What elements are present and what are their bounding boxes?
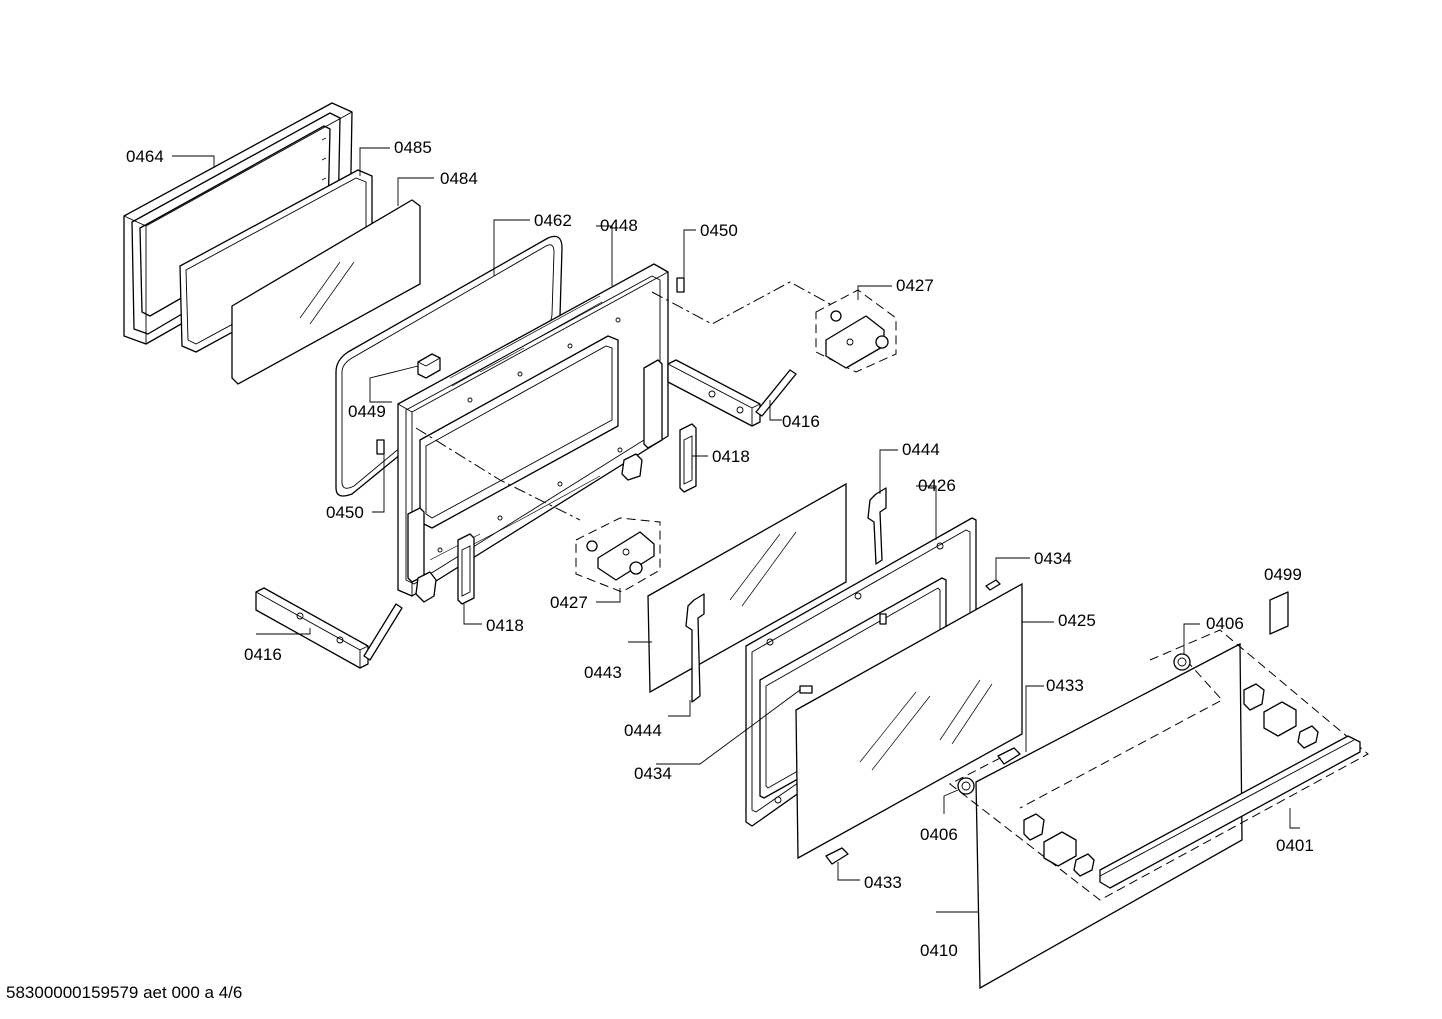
callout-0434-lower: 0434: [634, 764, 672, 783]
callout-0484: 0484: [440, 169, 478, 188]
callout-0406-lower: 0406: [920, 825, 958, 844]
part-0444-clip-upper: [867, 487, 887, 565]
callout-0485: 0485: [394, 138, 432, 157]
part-0427-hinge-receptacle-bottom: [575, 517, 661, 593]
callout-0450: 0450: [700, 221, 738, 240]
callout-0443: 0443: [584, 663, 622, 682]
part-0449-clip: [417, 353, 441, 379]
callout-0425: 0425: [1058, 611, 1096, 630]
part-0499-label: [1269, 591, 1289, 635]
part-0448-inner-frame: [397, 263, 669, 603]
callout-0464: 0464: [126, 147, 164, 166]
callout-0401: 0401: [1276, 836, 1314, 855]
leader-lines: [172, 147, 1300, 913]
handle-dashed-inner: [1019, 659, 1223, 809]
document-id: 58300000159579 aet 000 a 4/6: [6, 983, 242, 1002]
callout-0410: 0410: [920, 941, 958, 960]
part-0418-bracket-right: [679, 423, 697, 493]
assembly-line-top: [651, 281, 831, 325]
callout-0433-lower: 0433: [864, 873, 902, 892]
part-0427-hinge-receptacle-top: [815, 289, 897, 373]
part-0433-clip-upper: [997, 747, 1021, 765]
part-0450-pad-top: [676, 277, 685, 293]
callout-0418-lower: 0418: [486, 616, 524, 635]
callout-labels: 0464 0485 0484 0462 0448 0450 0427 0449 …: [126, 138, 1314, 960]
part-0484-glass: [231, 199, 421, 385]
part-0433-clip-lower: [825, 847, 849, 865]
callout-0427: 0427: [896, 276, 934, 295]
callout-0499: 0499: [1264, 565, 1302, 584]
callout-0462: 0462: [534, 211, 572, 230]
callout-0444: 0444: [902, 440, 940, 459]
callout-0448: 0448: [600, 216, 638, 235]
callout-0444-lower: 0444: [624, 721, 662, 740]
callout-0427-lower: 0427: [550, 593, 588, 612]
callout-0450-lower: 0450: [326, 503, 364, 522]
callout-0416: 0416: [782, 412, 820, 431]
callout-0418: 0418: [712, 447, 750, 466]
callout-0434: 0434: [1034, 549, 1072, 568]
part-0416-hinge-left: [255, 587, 403, 669]
part-0406-knob-top: [1173, 653, 1191, 671]
callout-0433: 0433: [1046, 676, 1084, 695]
callout-0449: 0449: [348, 402, 386, 421]
part-0425-glass: [795, 582, 1023, 860]
callout-0406: 0406: [1206, 614, 1244, 633]
part-0401-handle-bar: [1023, 683, 1361, 889]
part-0416-hinge-right: [667, 359, 797, 427]
handle-dashed-outline: [949, 629, 1369, 901]
part-0444-clip-lower: [685, 593, 705, 703]
part-0410-outer-panel: [975, 642, 1243, 990]
callout-0426: 0426: [918, 476, 956, 495]
part-0450-pad-left: [376, 439, 385, 455]
assembly-line-mid: [415, 427, 581, 521]
part-0406-knob-bottom: [957, 777, 975, 795]
part-0418-bracket-left: [457, 533, 475, 605]
callout-0416-lower: 0416: [244, 645, 282, 664]
part-0434-tab-top: [985, 579, 1001, 591]
